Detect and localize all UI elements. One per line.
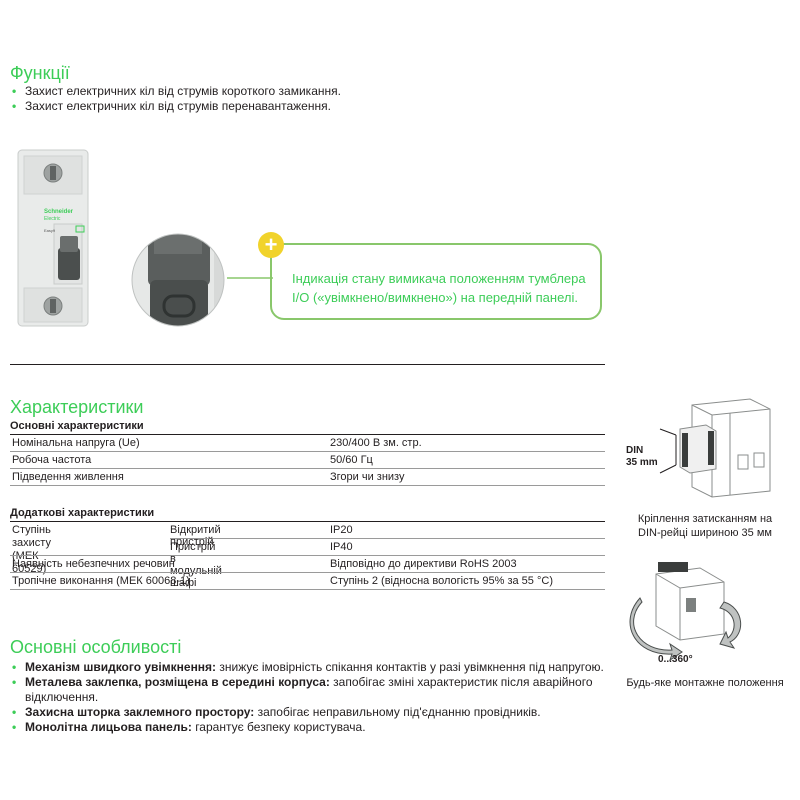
svg-text:Easy9: Easy9 bbox=[44, 228, 56, 233]
list-item: •Захисна шторка заклемного простору: зап… bbox=[12, 705, 541, 719]
row-divider bbox=[170, 538, 605, 539]
functions-list: •Захист електричних кіл від струмів коро… bbox=[10, 84, 570, 114]
protection-val1: IP20 bbox=[330, 524, 353, 536]
rotation-illustration: 0...360° bbox=[629, 562, 742, 665]
din-caption: Кріплення затисканням на DIN-рейці ширин… bbox=[637, 513, 773, 539]
circuit-breaker-image: Schneider Electric Easy9 bbox=[17, 149, 89, 327]
protection-val2: IP40 bbox=[330, 541, 353, 553]
svg-text:35 mm: 35 mm bbox=[626, 457, 658, 468]
protection-sub2: Пристрій в модульній шафі bbox=[170, 541, 222, 589]
main-characteristics-label: Основні характеристики bbox=[10, 420, 144, 432]
features-list: •Механізм швидкого увімкнення: знижує ім… bbox=[10, 660, 610, 735]
table-row: Підведення живлення Згори чи знизу bbox=[10, 469, 605, 486]
brand-logo: Schneider bbox=[44, 209, 74, 215]
table-top-border bbox=[10, 434, 605, 435]
features-title: Основні особливості bbox=[10, 637, 182, 657]
table-top-border bbox=[10, 521, 605, 522]
table-row: Наявність небезпечних речовин Відповідно… bbox=[10, 556, 605, 573]
section-divider bbox=[10, 364, 605, 365]
rotation-caption: Будь-яке монтажне положення bbox=[626, 677, 784, 689]
table-row: Тропічне виконання (МЕК 60068-1) Ступінь… bbox=[10, 573, 605, 590]
din-label: DIN bbox=[626, 445, 643, 456]
table-row: Номінальна напруга (Ue) 230/400 В зм. ст… bbox=[10, 435, 605, 452]
table-row: Робоча частота 50/60 Гц bbox=[10, 452, 605, 469]
protection-sub1: Відкритий пристрій bbox=[170, 524, 221, 548]
plus-icon: + bbox=[258, 232, 284, 258]
callout-connector bbox=[227, 277, 273, 279]
row-divider bbox=[10, 555, 605, 556]
toggle-indication-callout: Індикація стану вимикача положенням тумб… bbox=[270, 243, 602, 320]
extra-characteristics-label: Додаткові характеристики bbox=[10, 507, 155, 519]
functions-title: Функції bbox=[10, 63, 70, 83]
characteristics-title: Характеристики bbox=[10, 397, 144, 417]
rotation-label: 0...360° bbox=[658, 654, 693, 665]
list-item: •Монолітна лицьова панель: гарантує безп… bbox=[12, 720, 366, 734]
din-rail-illustration: DIN 35 mm bbox=[626, 398, 771, 498]
toggle-zoom-image bbox=[131, 233, 225, 327]
list-item: •Механізм швидкого увімкнення: знижує ім… bbox=[12, 660, 604, 674]
protection-label: Ступінь захисту (МЕК 60529) bbox=[12, 524, 51, 575]
svg-text:Electric: Electric bbox=[44, 216, 61, 222]
list-item: •Захист електричних кіл від струмів пере… bbox=[12, 99, 331, 113]
callout-text: Індикація стану вимикача положенням тумб… bbox=[292, 271, 586, 305]
list-item: •Захист електричних кіл від струмів коро… bbox=[12, 84, 341, 98]
list-item: •Металева заклепка, розміщена в середині… bbox=[12, 675, 593, 704]
